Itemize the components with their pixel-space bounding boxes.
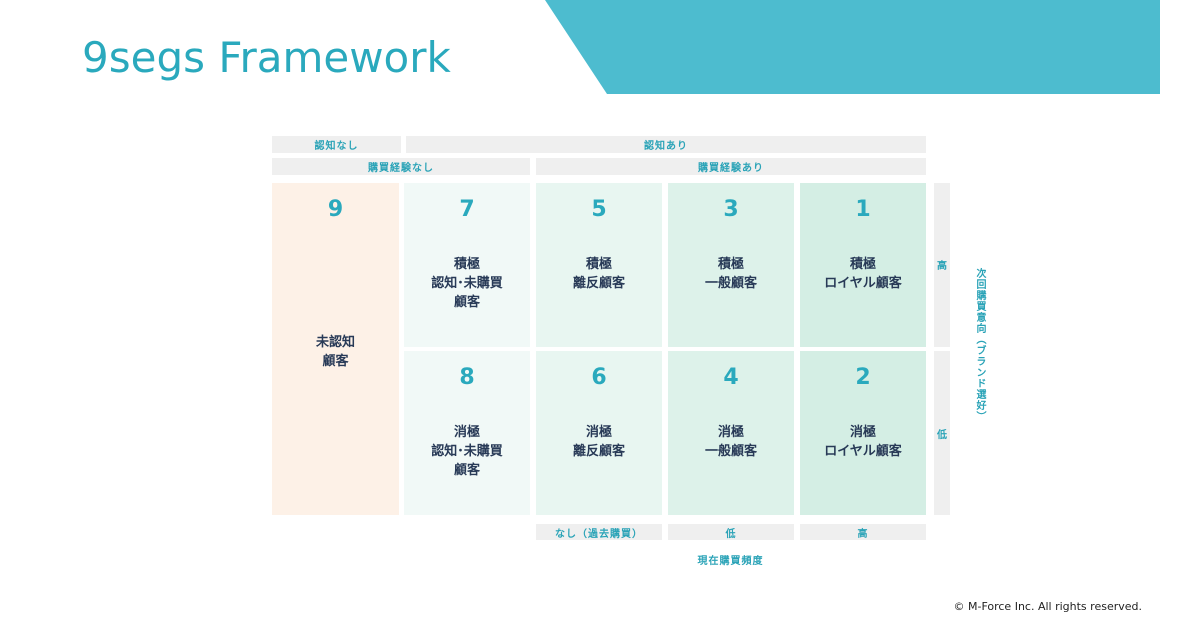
segment-2: 2 消極 ロイヤル顧客 bbox=[800, 351, 926, 515]
segment-8-number: 8 bbox=[459, 365, 475, 390]
x-axis-title: 現在購買頻度 bbox=[697, 556, 764, 567]
segment-3: 3 積極 一般顧客 bbox=[668, 183, 794, 347]
segment-5-label: 積極 離反顧客 bbox=[572, 257, 625, 291]
segment-9: 9 未認知 顧客 bbox=[272, 183, 399, 515]
header-awareness-none-label: 認知なし bbox=[314, 141, 359, 152]
x-axis-high-bar: 高 bbox=[800, 524, 926, 540]
segment-7-number: 7 bbox=[459, 197, 475, 222]
segment-1-number: 1 bbox=[855, 197, 871, 222]
segment-9-number: 9 bbox=[327, 197, 344, 222]
segment-6-number: 6 bbox=[591, 365, 607, 390]
segment-8-label: 消極 認知･未購買 顧客 bbox=[431, 425, 503, 478]
copyright: © M-Force Inc. All rights reserved. bbox=[953, 600, 1142, 613]
x-axis-low-label: 低 bbox=[725, 528, 737, 540]
segment-2-label: 消極 ロイヤル顧客 bbox=[824, 425, 902, 459]
segment-4-number: 4 bbox=[723, 365, 739, 390]
y-axis-low-label: 低 bbox=[937, 430, 947, 441]
header-purchase-yes-label: 購買経験あり bbox=[698, 163, 764, 174]
header-purchase-yes: 購買経験あり bbox=[536, 158, 926, 175]
segment-7: 7 積極 認知･未購買 顧客 bbox=[404, 183, 530, 347]
header-banner bbox=[545, 0, 1160, 94]
segment-7-label: 積極 認知･未購買 顧客 bbox=[431, 257, 503, 310]
y-axis-high-bar bbox=[934, 183, 950, 347]
segment-5: 5 積極 離反顧客 bbox=[536, 183, 662, 347]
segment-3-label: 積極 一般顧客 bbox=[704, 257, 757, 291]
segment-4-label: 消極 一般顧客 bbox=[704, 425, 757, 459]
header-purchase-none: 購買経験なし bbox=[272, 158, 530, 175]
x-axis-none-bar: なし（過去購買） bbox=[536, 524, 662, 540]
segment-1: 1 積極 ロイヤル顧客 bbox=[800, 183, 926, 347]
y-axis-title: 次回購買意向（ブランド選好） bbox=[974, 268, 985, 422]
segment-2-number: 2 bbox=[855, 365, 871, 390]
segment-4: 4 消極 一般顧客 bbox=[668, 351, 794, 515]
x-axis-high-label: 高 bbox=[857, 528, 869, 540]
segment-6-label: 消極 離反顧客 bbox=[572, 425, 625, 459]
header-awareness-none: 認知なし bbox=[272, 136, 401, 153]
segment-1-label: 積極 ロイヤル顧客 bbox=[824, 257, 902, 291]
segment-3-number: 3 bbox=[723, 197, 739, 222]
y-axis-high-label: 高 bbox=[937, 261, 947, 272]
segment-5-number: 5 bbox=[591, 197, 607, 222]
header-awareness-yes-label: 認知あり bbox=[644, 141, 688, 152]
page-title: 9segs Framework bbox=[82, 33, 451, 82]
x-axis-none-label: なし（過去購買） bbox=[555, 528, 643, 540]
y-axis-low-bar bbox=[934, 351, 950, 515]
segment-8: 8 消極 認知･未購買 顧客 bbox=[404, 351, 530, 515]
header-awareness-yes: 認知あり bbox=[406, 136, 926, 153]
x-axis-low-bar: 低 bbox=[668, 524, 794, 540]
segment-9-label: 未認知 顧客 bbox=[315, 335, 355, 369]
segment-6: 6 消極 離反顧客 bbox=[536, 351, 662, 515]
header-purchase-none-label: 購買経験なし bbox=[368, 163, 434, 174]
